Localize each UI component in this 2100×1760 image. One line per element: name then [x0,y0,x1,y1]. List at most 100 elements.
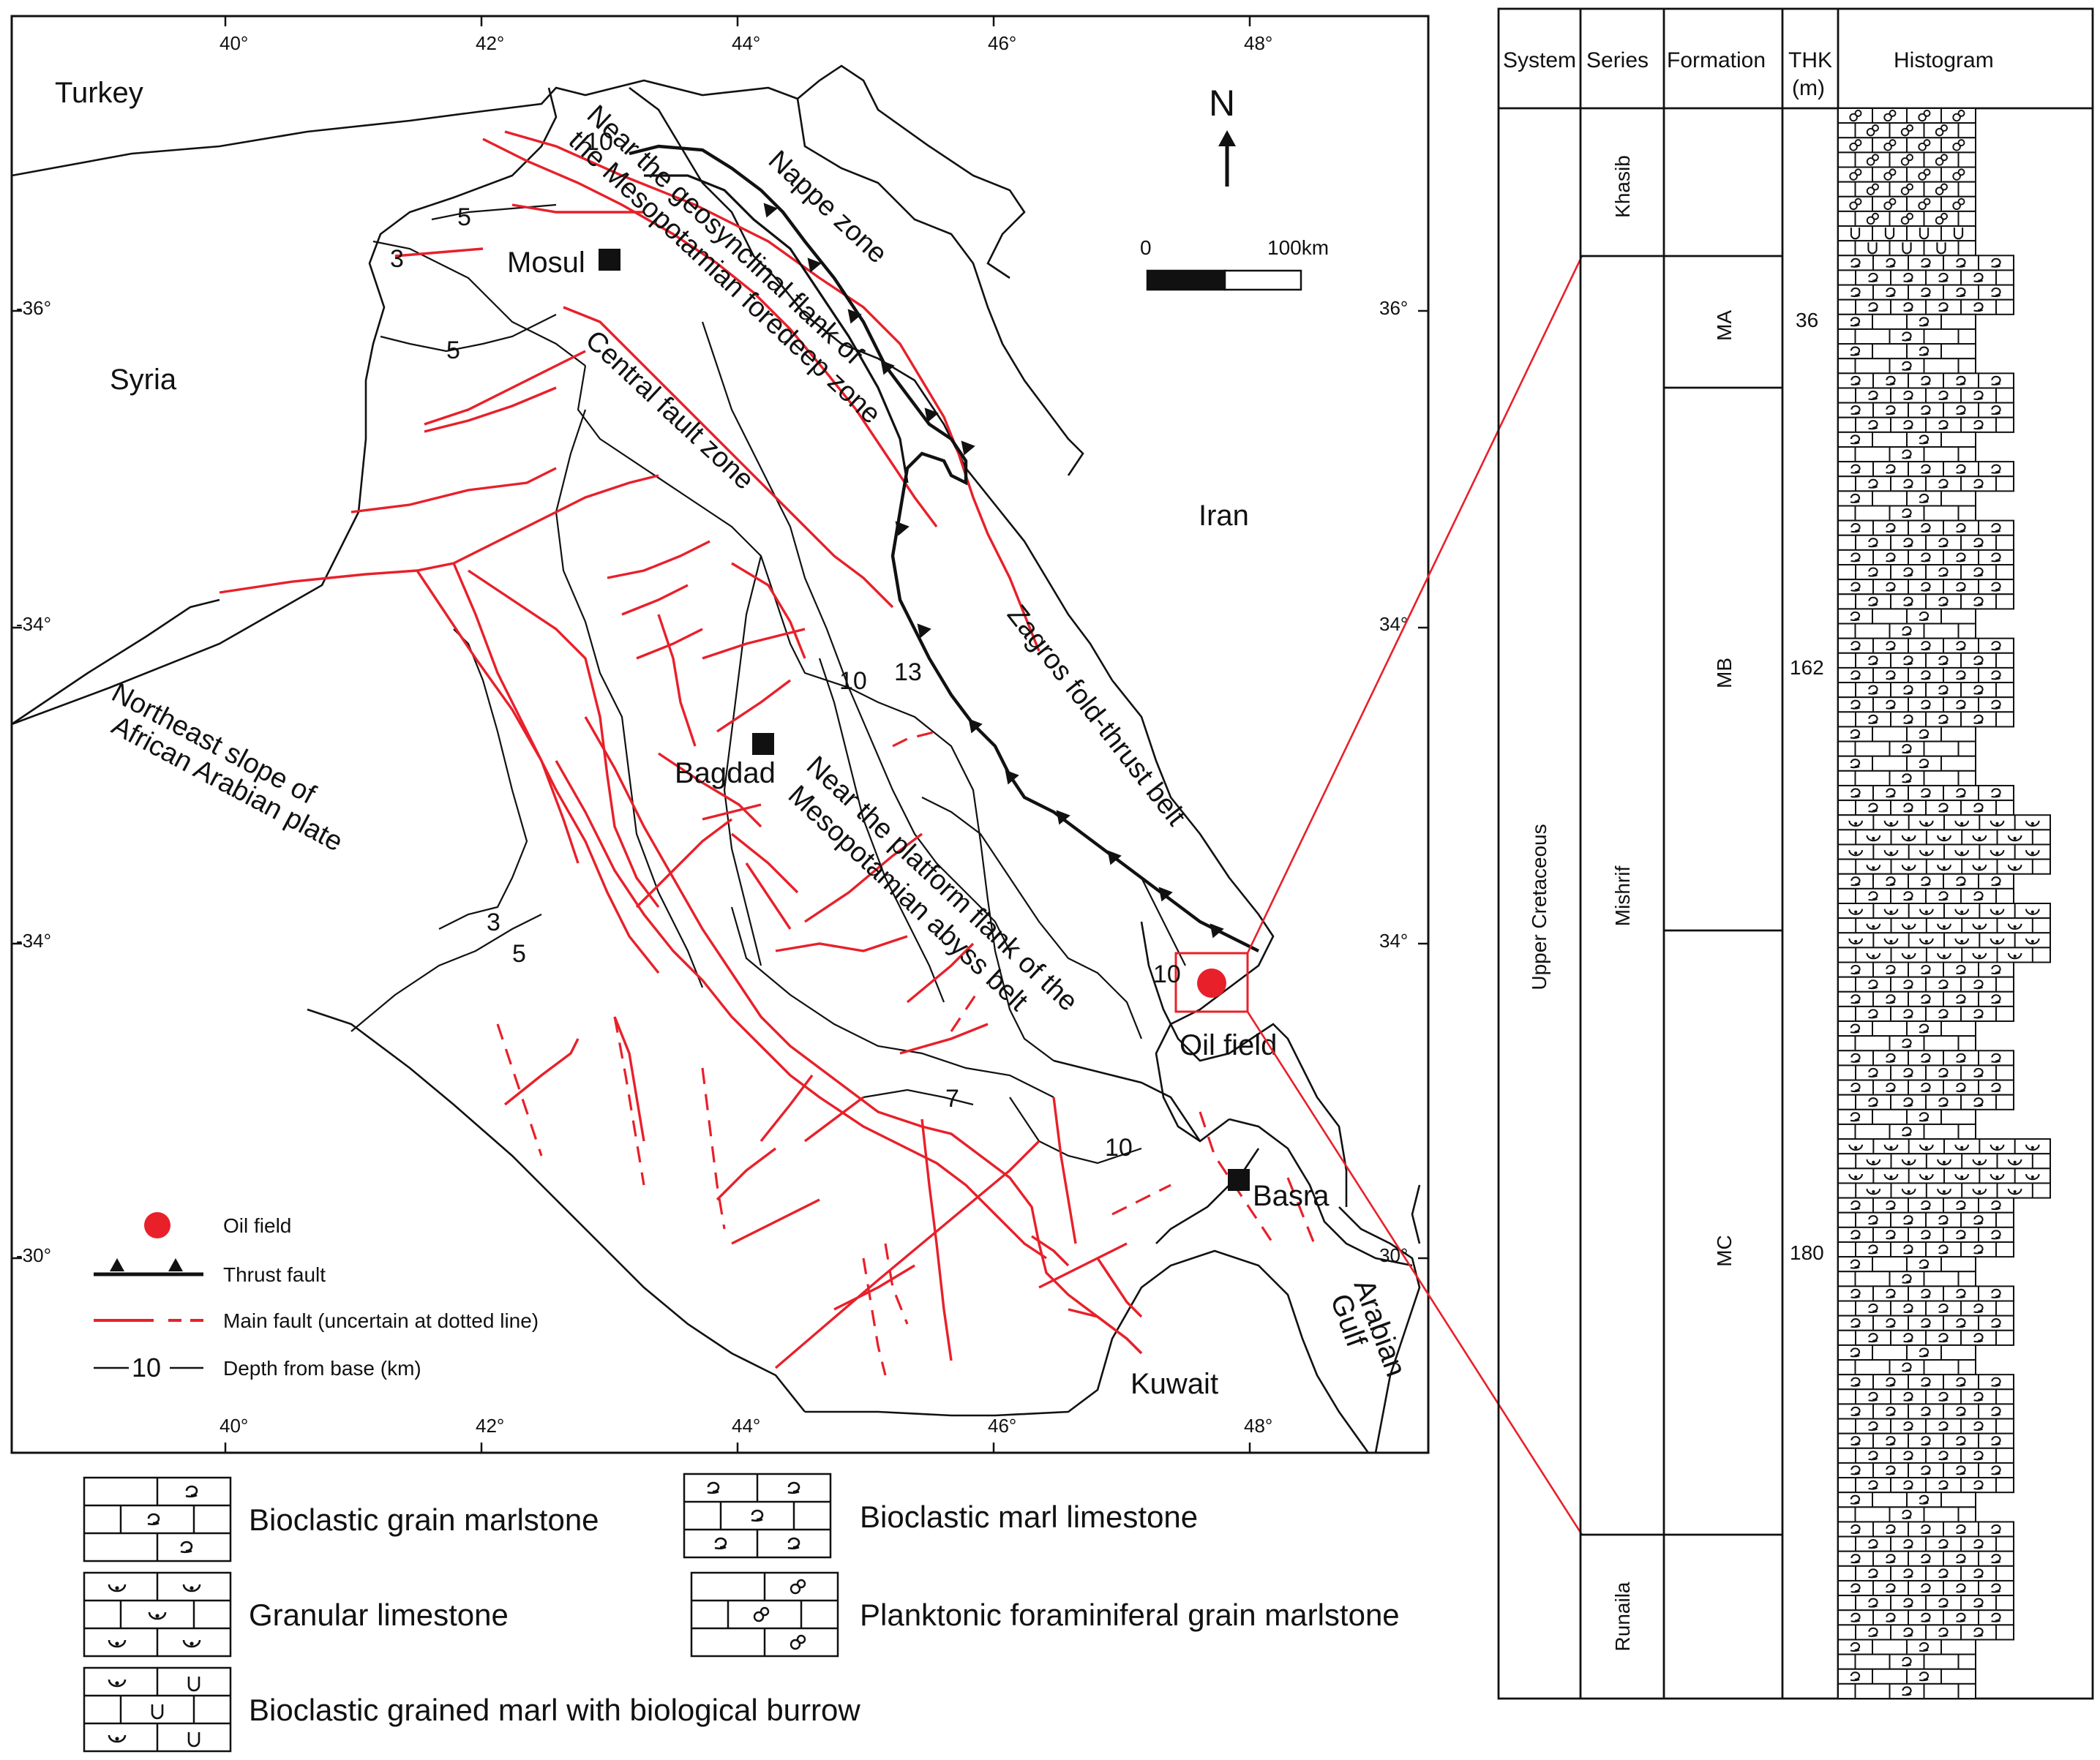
legend-thrust-fault: Thrust fault [223,1263,326,1286]
formation-label-mb: MB [1713,658,1736,688]
histogram-bed [1837,549,2014,566]
map: 40° 42° 44° 46° 48° 40° 42° 44° 46° 48° … [10,15,1430,1454]
histogram-bed [1837,1035,1976,1052]
histogram-bed [1837,1359,1976,1376]
city-marker-basra [1228,1169,1250,1191]
lon-tick-labels-top: 40° 42° 44° 46° 48° [220,32,1272,54]
depth-contours [350,203,1186,1165]
histogram-bed [1837,1462,2014,1479]
oil-field-marker [1197,969,1226,998]
system-label: Upper Cretaceous [1528,824,1550,990]
histogram-bed [1837,623,1976,639]
lat-tick-labels-right: 36° 34° 34° 30° [1379,297,1408,1266]
header-system: System [1503,48,1576,72]
lithology-label: Granular limestone [249,1598,509,1632]
contour-label: 10 [1105,1134,1133,1162]
graticule-ticks [12,16,1428,1453]
map-frame [10,15,1430,1454]
formation-label-ma: MA [1713,310,1736,341]
contour-label: 5 [457,203,471,231]
series-label-khasib: Khasib [1611,155,1634,218]
thk-ma: 36 [1796,309,1818,331]
histogram-bed [1837,1403,2014,1420]
header-histogram: Histogram [1894,48,1994,72]
histogram-bed [1837,873,2014,890]
histogram-bed [1837,402,2014,418]
lon-tick-label: 42° [476,1415,504,1437]
histogram-bed [1837,1226,2014,1243]
histogram [1837,108,2051,1699]
city-marker-bagdad [752,733,774,755]
lithology-item: Bioclastic marl limestone [683,1473,1198,1559]
north-label: N [1209,83,1235,124]
contour-label: 5 [446,336,460,364]
label-syria: Syria [110,364,177,396]
histogram-bed [1837,637,2014,654]
oil-field-box [1174,952,1249,1013]
histogram-bed [1837,1050,2014,1067]
lat-tick-label: -36° [16,297,51,319]
lon-tick-label: 44° [732,32,760,54]
histogram-bed [1837,1521,2014,1538]
label-oil-field: Oil field [1180,1029,1277,1061]
lithology-item: Bioclastic grained marl with biological … [83,1666,860,1753]
lithology-legend: Bioclastic grain marlstone Bioclastic ma… [83,1473,1400,1753]
city-marker-mosul [599,249,620,271]
legend-main-fault: Main fault (uncertain at dotted line) [223,1309,539,1332]
histogram-bed [1837,519,2014,536]
label-bagdad: Bagdad [675,757,776,789]
country-borders [11,64,1421,1453]
histogram-bed [1837,1271,1976,1287]
scale-zero: 0 [1140,236,1152,259]
histogram-bed [1837,1579,2014,1597]
histogram-bed [1837,696,2014,713]
header-thk: THK [1788,48,1832,72]
lon-tick-label: 40° [220,1415,248,1437]
lon-tick-label: 42° [476,32,504,54]
legend-oil-field: Oil field [223,1214,291,1237]
header-series: Series [1586,48,1649,72]
histogram-bed [1837,1079,2014,1096]
histogram-bed [1837,328,1976,345]
histogram-bed [1837,372,2014,389]
contour-label: 3 [390,245,404,273]
legend-depth: Depth from base (km) [223,1357,421,1380]
histogram-bed [1837,770,1976,786]
histogram-bed [1837,666,2014,684]
histogram-bed [1837,784,2014,802]
histogram-bed [1837,445,1976,463]
header-thk-unit: (m) [1792,76,1825,100]
histogram-bed [1837,1550,2014,1567]
legend-oil-field-symbol [144,1212,170,1238]
series-label-runaila: Runaila [1611,1582,1634,1651]
histogram-bed [1837,255,2014,271]
main-faults [219,130,1143,1369]
lat-tick-label: -34° [16,930,51,952]
thrust-fault [629,144,1259,952]
north-arrow-icon [1218,130,1236,187]
contour-label: 5 [512,940,526,968]
histogram-bed [1837,990,2014,1007]
lon-tick-label: 48° [1244,32,1272,54]
thk-mc: 180 [1790,1241,1824,1264]
stratigraphic-column: System Series Formation THK (m) Histogra… [1497,7,2094,1700]
histogram-bed [1837,505,1976,522]
label-kuwait: Kuwait [1130,1368,1218,1400]
histogram-bed [1837,358,1976,375]
histogram-bed [1837,1197,2014,1214]
histogram-bed [1837,461,2014,478]
histogram-bed [1837,1285,2014,1302]
contour-label: 10 [585,128,613,156]
lithology-label: Bioclastic grain marlstone [249,1503,599,1537]
lon-tick-labels-bottom: 40° 42° 44° 46° 48° [220,1415,1272,1437]
map-legend: Oil field Thrust fault Main fault (uncer… [94,1212,539,1383]
thk-mb: 162 [1790,656,1824,679]
label-turkey: Turkey [55,77,143,109]
histogram-bed [1837,1374,2014,1391]
zoom-connectors [1246,255,1583,1535]
formation-label-mc: MC [1713,1235,1736,1267]
lithology-label: Bioclastic marl limestone [860,1500,1198,1534]
histogram-bed [1837,1432,2014,1449]
label-iran: Iran [1199,500,1249,532]
